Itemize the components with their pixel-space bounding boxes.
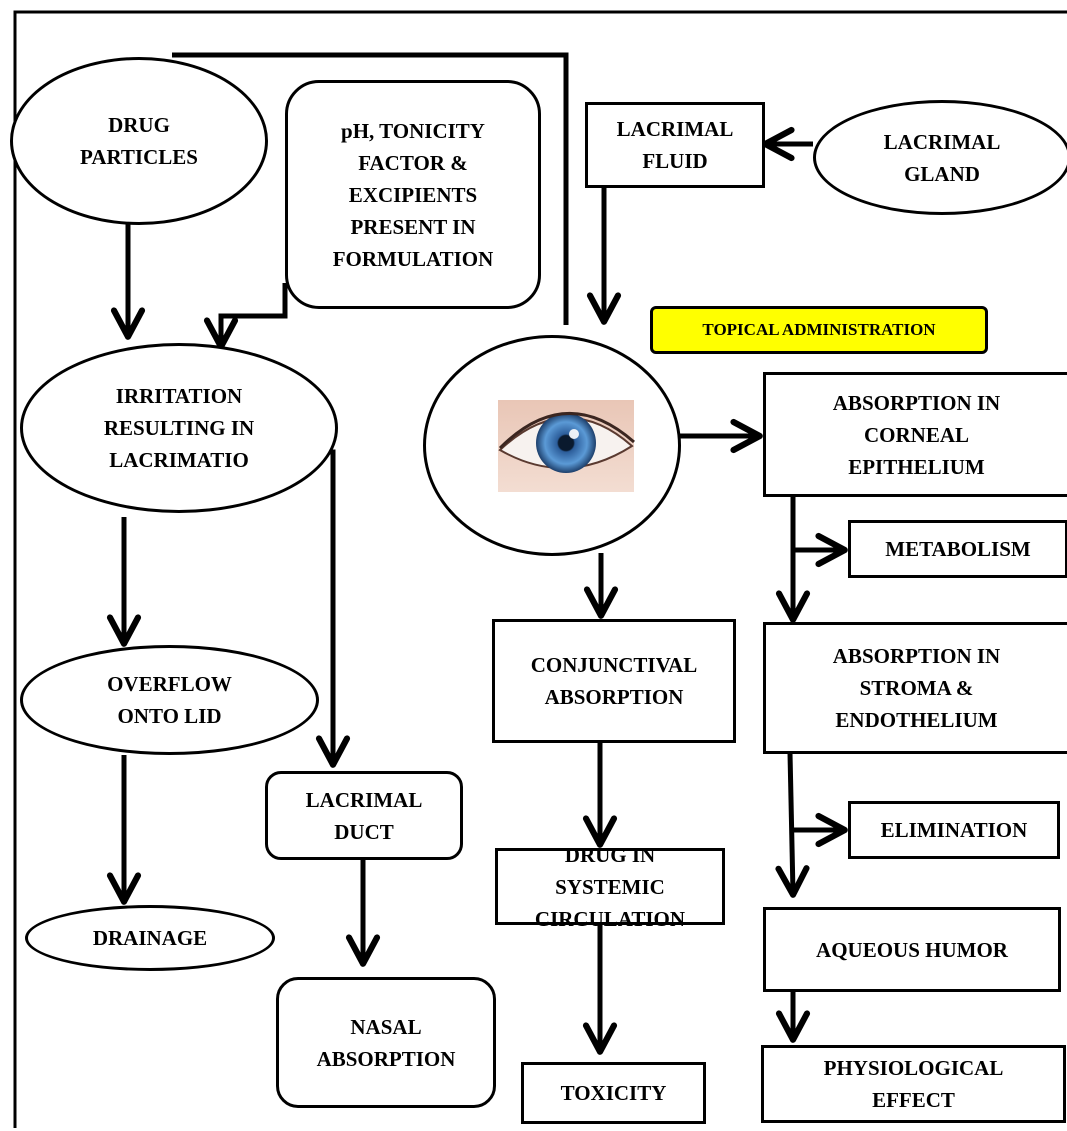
drug-particles-node: DRUG PARTICLES xyxy=(10,57,268,225)
connector-drug-to-eye xyxy=(172,52,569,325)
lacrimal-fluid-node: LACRIMAL FLUID xyxy=(585,102,765,188)
aqueous-humor-node: AQUEOUS HUMOR xyxy=(763,907,1061,992)
metabolism-node: METABOLISM xyxy=(848,520,1067,578)
lacrimal-duct-node: LACRIMAL DUCT xyxy=(265,771,463,860)
eye-node xyxy=(423,335,681,556)
arrow-stroma-to-aqueous xyxy=(775,752,810,898)
drug-systemic-node: DRUG IN SYSTEMIC CIRCULATION xyxy=(495,843,725,931)
absorption-corneal-node: ABSORPTION IN CORNEAL EPITHELIUM xyxy=(763,372,1067,497)
irritation-node: IRRITATION RESULTING IN LACRIMATIO xyxy=(20,343,338,513)
absorption-stroma-node: ABSORPTION IN STROMA & ENDOTHELIUM xyxy=(763,622,1067,754)
conjunctival-node: CONJUNCTIVAL ABSORPTION xyxy=(492,619,736,743)
arrow-ph-to-irritation xyxy=(203,283,288,350)
ph-tonicity-node: pH, TONICITY FACTOR & EXCIPIENTS PRESENT… xyxy=(285,80,541,309)
elimination-node: ELIMINATION xyxy=(848,801,1060,859)
drainage-node: DRAINAGE xyxy=(25,905,275,971)
physiological-effect-node: PHYSIOLOGICAL EFFECT xyxy=(761,1045,1066,1123)
eye-icon xyxy=(498,400,635,492)
overflow-node: OVERFLOW ONTO LID xyxy=(20,645,319,755)
toxicity-node: TOXICITY xyxy=(521,1062,706,1124)
nasal-absorption-node: NASAL ABSORPTION xyxy=(276,977,496,1108)
arrow-irritation-to-duct xyxy=(315,449,351,768)
lacrimal-gland-node: LACRIMAL GLAND xyxy=(813,100,1067,215)
frame-border xyxy=(13,10,1067,1128)
topical-administration-label: TOPICAL ADMINISTRATION xyxy=(650,306,988,354)
